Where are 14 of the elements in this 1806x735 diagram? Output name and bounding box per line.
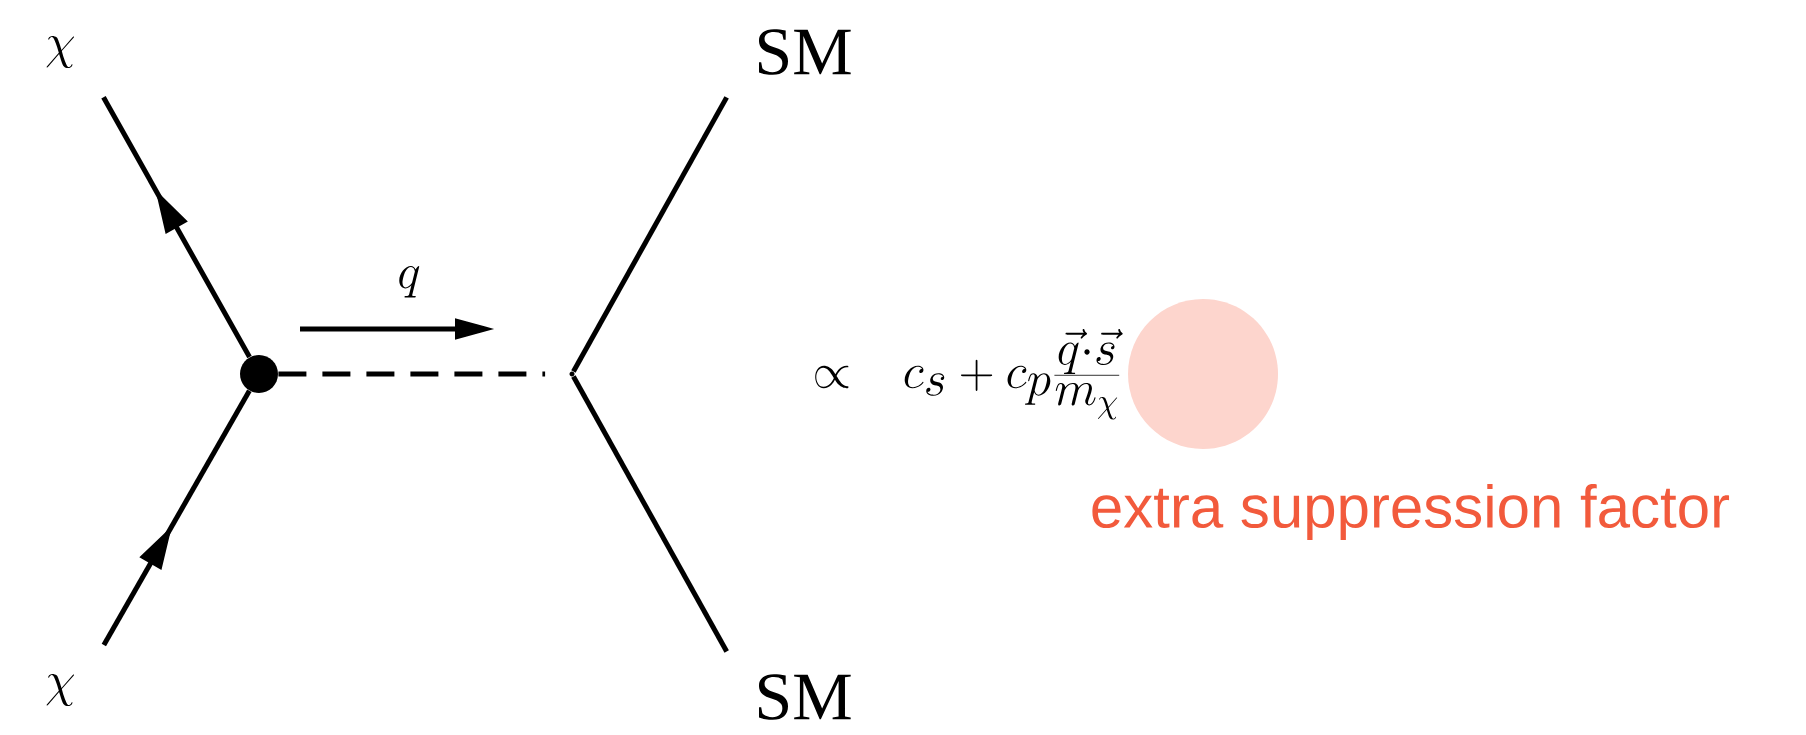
dashed-line (278, 371, 546, 377)
formula: $\propto\ \ c_s+c_p\frac{\vec{q}\cdot\vec{s}}{m_\chi}$ (815, 328, 1123, 420)
particle-label: $\chi$ (46, 673, 75, 707)
particle-line (101, 96, 252, 359)
annotation-text: extra suppression factor (1092, 484, 1730, 540)
particle-label: SM (758, 29, 851, 75)
edge-label: $q$ (399, 265, 420, 298)
particle-label: SM (758, 674, 851, 720)
particle-line (571, 375, 729, 653)
particle-line (571, 96, 729, 373)
vertex-dot (240, 355, 278, 393)
vertex-point (569, 371, 575, 377)
particle-label: $\chi$ (46, 35, 75, 69)
particle-line (101, 389, 252, 647)
